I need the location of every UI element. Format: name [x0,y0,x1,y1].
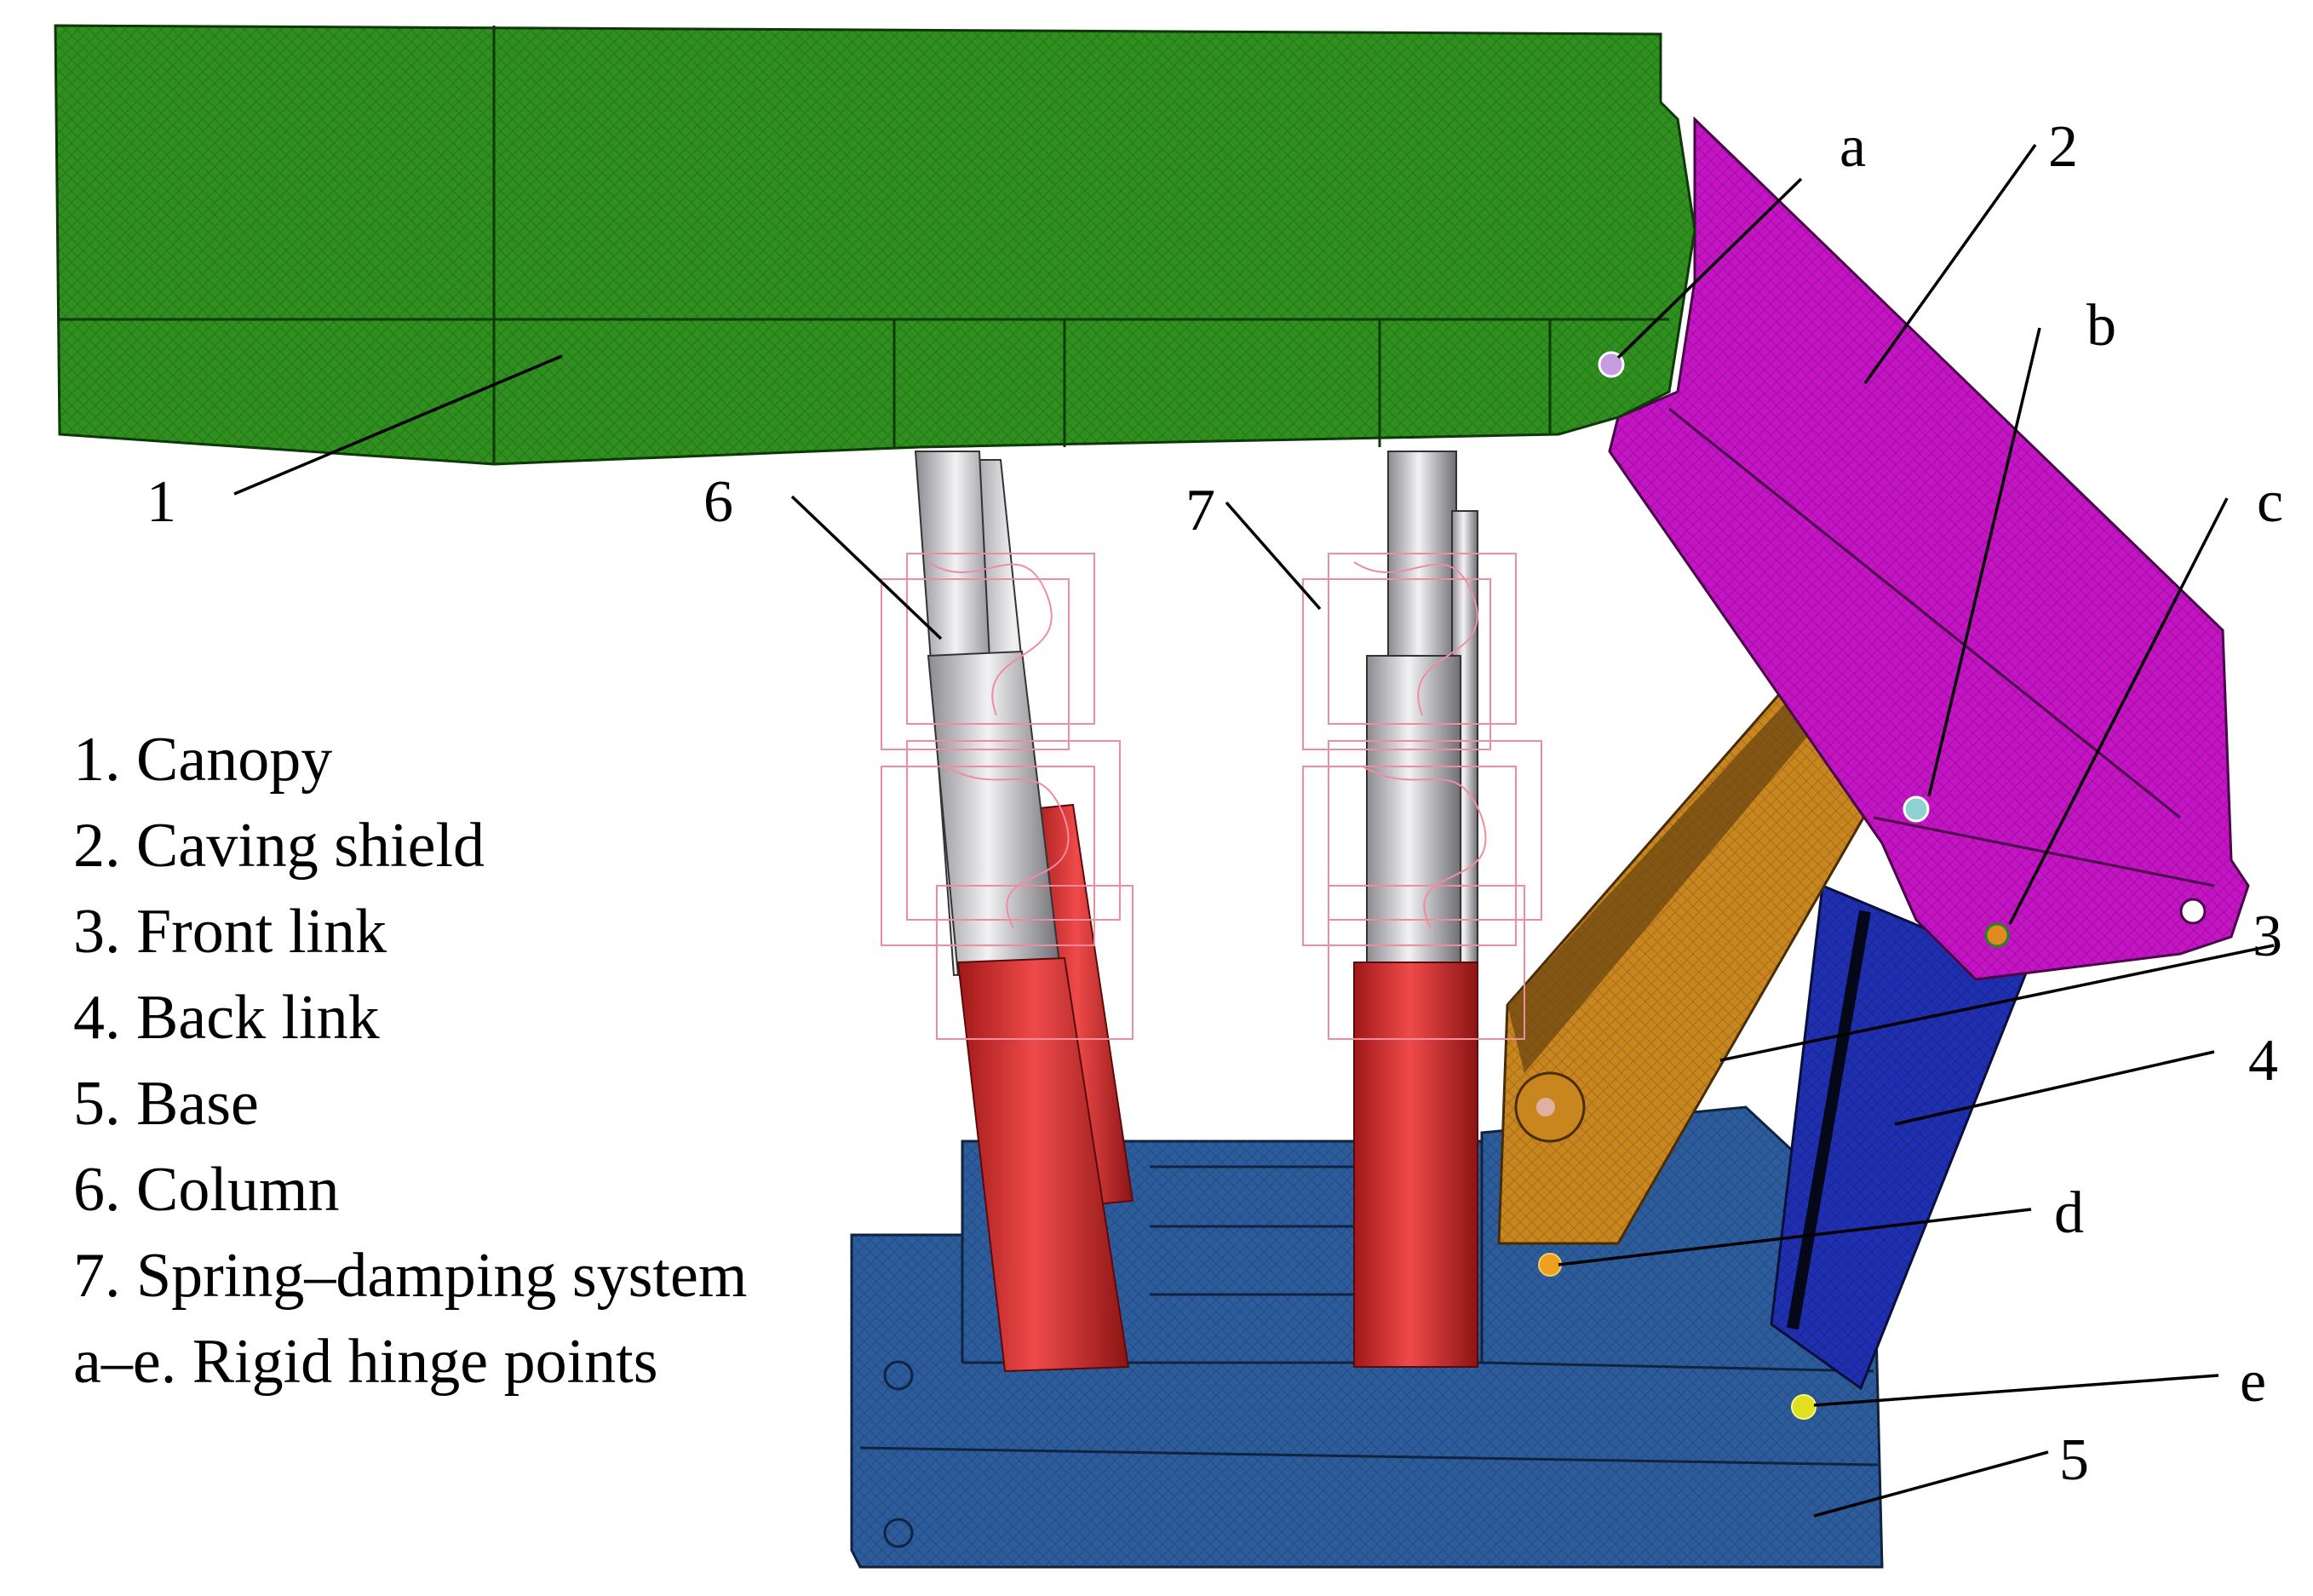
legend-item-caving-shield: 2. Caving shield [73,811,485,881]
callout-4: 4 [2248,1028,2278,1094]
legend-item-hinge-points: a–e. Rigid hinge points [73,1327,658,1397]
spring-damping-left [881,553,1134,1040]
callout-a: a [1839,114,1866,180]
legend-item-front-link: 3. Front link [73,897,387,967]
leader-line-b [1927,327,2041,797]
callout-1: 1 [146,469,176,535]
canopy-part [54,24,1696,466]
callout-e: e [2240,1349,2266,1415]
caving-shield-part [1608,116,2250,981]
leader-line-1 [233,354,563,496]
hinge-point-b [1903,795,1930,823]
hinge-point-e [1791,1394,1817,1420]
leader-line-7 [1225,501,1322,611]
hinge-marker-front-link [1536,1098,1555,1117]
legend-item-back-link: 4. Back link [73,983,380,1053]
callout-3: 3 [2253,904,2282,969]
callout-d: d [2054,1180,2084,1246]
callout-b: b [2086,293,2116,359]
callout-7: 7 [1185,478,1215,543]
column-right [1353,451,1478,1368]
callout-c: c [2257,469,2283,535]
front-link-part [1497,662,1909,1245]
hinge-point-d [1538,1253,1562,1277]
callout-6: 6 [703,469,733,535]
leader-lines [233,143,2275,1518]
legend: 1. Canopy 2. Caving shield 3. Front link… [73,717,747,1405]
callout-2: 2 [2048,114,2078,180]
leader-line-c [2008,497,2229,925]
leader-line-5 [1813,1450,2049,1518]
hinge-point-a [1598,351,1625,378]
leader-line-2 [1863,143,2037,385]
legend-item-column: 6. Column [73,1155,340,1225]
hinge-point-c [1984,922,2010,948]
leader-line-4 [1894,1050,2215,1126]
spring-damping-right [1302,553,1542,1040]
leader-line-6 [790,495,943,640]
legend-item-canopy: 1. Canopy [73,725,333,795]
leader-line-a [1616,177,1803,359]
legend-item-base: 5. Base [73,1069,259,1139]
leader-line-3 [1719,944,2275,1062]
column-left-front [914,451,1130,1373]
leader-line-d [1558,1208,2032,1266]
legend-item-spring-damping: 7. Spring–damping system [73,1241,748,1311]
callout-5: 5 [2059,1427,2089,1493]
leader-line-e [1813,1374,2219,1407]
